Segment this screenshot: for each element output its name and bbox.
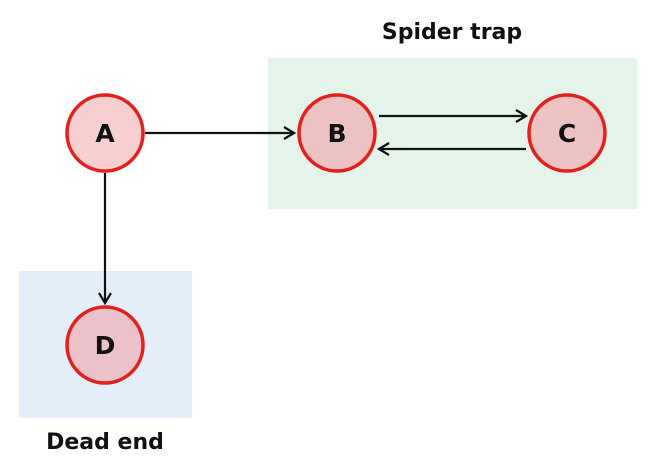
spider-trap-label: Spider trap — [382, 20, 522, 45]
node-c-circle — [527, 93, 607, 173]
dead-end-label: Dead end — [46, 430, 164, 455]
node-a-circle — [65, 93, 145, 173]
node-b: B — [297, 93, 377, 173]
node-d-label: D — [95, 331, 116, 360]
node-c-label: C — [558, 119, 576, 148]
node-a: A — [65, 93, 145, 173]
node-a-label: A — [95, 119, 115, 148]
node-c: C — [527, 93, 607, 173]
node-d: D — [65, 305, 145, 385]
node-b-label: B — [327, 119, 346, 148]
node-b-circle — [297, 93, 377, 173]
node-d-circle — [65, 305, 145, 385]
